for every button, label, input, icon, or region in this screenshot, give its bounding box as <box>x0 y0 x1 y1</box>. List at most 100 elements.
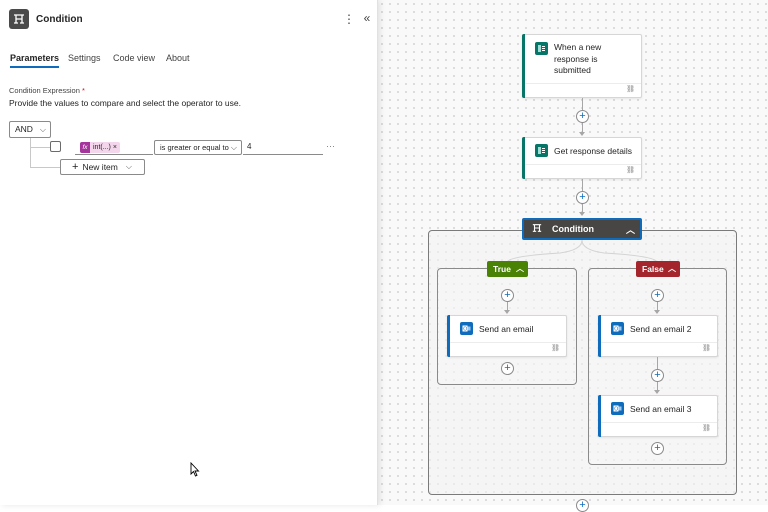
card-accent <box>522 34 525 98</box>
condition-expression-label: Condition Expression * <box>9 86 85 95</box>
arrow-down-icon <box>504 310 510 314</box>
card-divider <box>525 164 641 165</box>
plus-icon: + <box>72 161 79 173</box>
tab-about[interactable]: About <box>166 53 190 63</box>
card-divider <box>450 342 566 343</box>
svg-text:O: O <box>614 327 618 333</box>
tree-line <box>30 167 60 168</box>
group-operator-select[interactable]: AND ⌵ <box>9 121 51 138</box>
add-action-button[interactable]: + <box>651 369 664 382</box>
outlook-icon: O <box>611 402 624 415</box>
svg-text:O: O <box>463 327 467 333</box>
forms-icon <box>535 42 548 55</box>
add-action-button[interactable]: + <box>501 289 514 302</box>
arrow-down-icon <box>654 390 660 394</box>
false-branch-label: False <box>642 264 664 274</box>
step-title: Get response details <box>554 146 632 156</box>
card-divider <box>601 342 717 343</box>
field-label-text: Condition Expression <box>9 86 80 95</box>
add-action-button[interactable]: + <box>651 289 664 302</box>
send-email-3-card[interactable]: O Send an email 3 ⛓ <box>598 395 718 437</box>
true-branch-label: True <box>493 264 511 274</box>
add-action-button[interactable]: + <box>501 362 514 375</box>
card-accent <box>598 315 601 357</box>
operator-select[interactable]: is greater or equal to ⌵ <box>154 140 242 155</box>
send-email-2-card[interactable]: O Send an email 2 ⛓ <box>598 315 718 357</box>
group-operator-value: AND <box>15 124 33 134</box>
condition-panel: Condition ⋮ « Parameters Settings Code v… <box>0 0 378 505</box>
arrow-down-icon <box>654 310 660 314</box>
get-response-details-card[interactable]: Get response details ⛓ <box>522 137 642 179</box>
tab-settings[interactable]: Settings <box>68 53 101 63</box>
add-action-button[interactable]: + <box>576 191 589 204</box>
link-icon: ⛓ <box>702 345 711 352</box>
link-icon: ⛓ <box>626 86 635 93</box>
card-divider <box>525 83 641 84</box>
tab-code-view[interactable]: Code view <box>113 53 156 63</box>
tree-line <box>30 147 50 148</box>
field-description: Provide the values to compare and select… <box>9 98 241 108</box>
link-icon: ⛓ <box>551 345 560 352</box>
action-title: Send an email 2 <box>630 324 692 334</box>
arrow-down-icon <box>579 132 585 136</box>
card-accent <box>447 315 450 357</box>
card-accent <box>522 137 525 179</box>
connector-line <box>657 302 658 311</box>
link-icon: ⛓ <box>626 167 635 174</box>
left-operand-field[interactable]: fx int(...) × <box>75 140 153 155</box>
connector-line <box>657 382 658 391</box>
new-item-label: New item <box>82 162 118 172</box>
svg-text:O: O <box>614 407 618 413</box>
arrow-down-icon <box>579 212 585 216</box>
more-options-icon[interactable]: ⋮ <box>343 12 355 26</box>
condition-title: Condition <box>552 224 594 234</box>
chevron-up-icon: ︿ <box>668 264 676 273</box>
connector-line <box>582 204 583 213</box>
connector-line <box>582 179 583 191</box>
mouse-cursor-icon <box>190 461 200 479</box>
link-icon: ⛓ <box>702 425 711 432</box>
connector-line <box>582 123 583 132</box>
connector-line <box>657 357 658 369</box>
tab-parameters[interactable]: Parameters <box>10 53 60 68</box>
forms-icon <box>535 144 548 157</box>
trigger-title: When a new response is submitted <box>554 42 602 75</box>
tree-line <box>30 138 31 167</box>
card-accent <box>598 395 601 437</box>
remove-token-icon[interactable]: × <box>112 144 117 151</box>
trigger-card[interactable]: When a new response is submitted ⛓ <box>522 34 642 98</box>
add-action-button[interactable]: + <box>576 110 589 123</box>
expression-token[interactable]: fx int(...) × <box>80 142 120 153</box>
false-branch-tag[interactable]: False ︿ <box>636 261 680 277</box>
chevron-down-icon: ⌵ <box>125 162 132 171</box>
add-action-button[interactable]: + <box>576 499 589 512</box>
panel-title: Condition <box>36 14 83 25</box>
outlook-icon: O <box>460 322 473 335</box>
operator-value: is greater or equal to <box>160 143 229 152</box>
connector-line <box>582 98 583 110</box>
condition-icon <box>532 223 542 235</box>
action-title: Send an email <box>479 324 534 334</box>
row-checkbox[interactable] <box>50 141 61 152</box>
chevron-down-icon: ⌵ <box>230 143 237 152</box>
collapse-panel-icon[interactable]: « <box>363 11 371 25</box>
row-more-icon[interactable]: ··· <box>326 141 335 151</box>
new-item-button[interactable]: + New item ⌵ <box>60 159 145 175</box>
action-title: Send an email 3 <box>630 404 692 414</box>
fx-icon: fx <box>80 142 90 153</box>
chevron-up-icon[interactable]: ︿ <box>625 225 635 235</box>
condition-icon <box>9 9 29 29</box>
chevron-down-icon: ⌵ <box>39 125 46 134</box>
condition-scope-box <box>428 230 737 495</box>
card-divider <box>601 422 717 423</box>
outlook-icon: O <box>611 322 624 335</box>
connector-line <box>507 302 508 311</box>
send-email-card[interactable]: O Send an email ⛓ <box>447 315 567 357</box>
chevron-up-icon: ︿ <box>516 264 524 273</box>
true-branch-tag[interactable]: True ︿ <box>487 261 528 277</box>
add-action-button[interactable]: + <box>651 442 664 455</box>
token-label: int(...) <box>93 144 111 151</box>
right-operand-field[interactable]: 4 <box>243 140 323 155</box>
condition-card[interactable]: Condition ︿ <box>522 218 642 240</box>
required-mark: * <box>81 86 85 95</box>
